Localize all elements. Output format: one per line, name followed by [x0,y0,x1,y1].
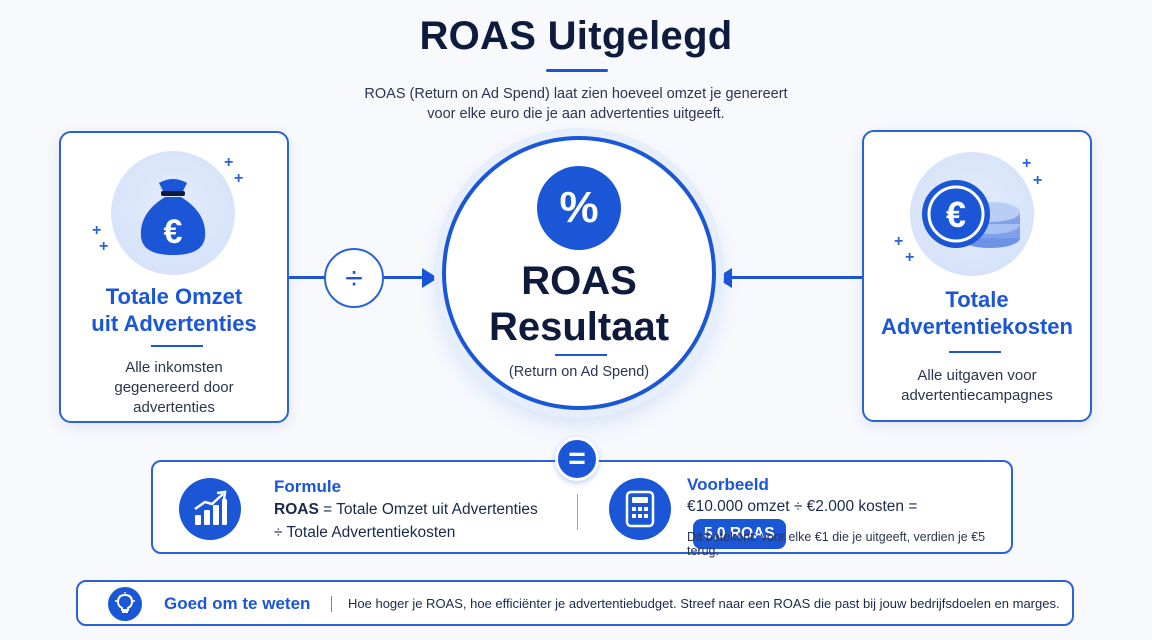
revenue-card-title: Totale Omzet uit Advertenties [61,283,287,337]
revenue-icon-halo: € [111,151,235,275]
formula-panel: Formule ROAS = Totale Omzet uit Adverten… [151,460,1013,558]
left-connector-line [289,276,327,279]
calculator-icon [625,490,655,528]
svg-text:€: € [946,194,966,235]
revenue-desc-line-2: gegenereerd door [114,379,234,396]
page-title: ROAS Uitgelegd [419,14,733,58]
revenue-card-description: Alle inkomsten gegenereerd door adverten… [61,358,287,418]
revenue-card-divider [151,345,203,347]
arrow-right-icon [422,268,438,288]
example-calc-text: €10.000 omzet ÷ €2.000 kosten = [687,498,918,515]
sparkle-icon: + [905,249,915,266]
divide-operator: ÷ [324,248,384,308]
sparkle-icon: + [92,222,102,239]
example-note: Dit betekent: voor elke €1 die je uitgee… [687,530,986,558]
percent-symbol: % [559,183,599,232]
result-label: Resultaat [488,305,670,349]
revenue-title-line-1: Totale Omzet [105,284,243,309]
formula-line-1: ROAS = Totale Omzet uit Advertenties [274,498,538,522]
tip-panel: Goed om te weten Hoe hoger je ROAS, hoe … [76,580,1074,626]
costs-title-line-2: Advertentiekosten [881,314,1073,339]
equals-symbol: = [568,442,586,475]
formula-label: Formule [274,477,342,496]
revenue-desc-line-1: Alle inkomsten [125,359,223,376]
formula-divider [577,494,578,530]
equals-operator: = [555,437,599,481]
costs-desc-line-2: advertentiecampagnes [901,387,1053,404]
costs-card-divider [949,351,1001,353]
tip-separator [331,596,332,612]
revenue-desc-line-3: advertenties [133,399,215,416]
lightbulb-glyph [115,592,135,613]
costs-card-title: Totale Advertentiekosten [864,286,1090,340]
subtitle-line-2: voor elke euro die je aan advertenties u… [427,106,725,122]
tip-label: Goed om te weten [164,594,311,613]
roas-result-circle: % ROAS Resultaat (Return on Ad Spend) [442,136,716,410]
euro-coin-stack-icon: € [922,180,1020,248]
revenue-card: € + + + + Totale Omzet uit Advertenties … [59,131,289,423]
right-connector-line [730,276,862,279]
costs-desc-line-1: Alle uitgaven voor [917,367,1037,384]
sparkle-icon: + [1022,155,1032,172]
arrow-left-icon [716,268,732,288]
money-bag-euro-icon: € [140,179,206,255]
roas-subtitle: (Return on Ad Spend) [508,364,650,380]
lightbulb-icon [108,587,142,621]
percent-icon: % [537,166,621,250]
left-arrow-line [384,276,424,279]
calculator-icon-badge [609,478,671,540]
tip-text: Hoe hoger je ROAS, hoe efficiënter je ad… [348,596,1060,611]
costs-card-description: Alle uitgaven voor advertentiecampagnes [864,366,1090,406]
sparkle-icon: + [99,238,109,255]
subtitle-line-1: ROAS (Return on Ad Spend) laat zien hoev… [364,86,788,102]
example-label: Voorbeeld [687,475,769,494]
formula-line-1-rest: = Totale Omzet uit Advertenties [318,501,538,518]
revenue-title-line-2: uit Advertenties [91,311,257,336]
formula-roas-term: ROAS [274,501,319,518]
roas-label: ROAS [521,259,637,303]
example-calculation: €10.000 omzet ÷ €2.000 kosten = 5,0 ROAS [687,495,1011,549]
costs-icon-halo: € [910,152,1034,276]
sparkle-icon: + [1033,172,1043,189]
center-divider [555,354,607,356]
bar-chart-up-icon [194,490,227,525]
sparkle-icon: + [224,154,234,171]
sparkle-icon: + [234,170,244,187]
page-subtitle: ROAS (Return on Ad Spend) laat zien hoev… [300,84,852,124]
formula-line-2: ÷ Totale Advertentiekosten [274,524,456,541]
sparkle-icon: + [894,233,904,250]
title-underline [546,69,608,72]
svg-text:€: € [164,213,183,251]
costs-title-line-1: Totale [945,287,1009,312]
roas-result-badge: 5,0 ROAS [693,519,786,549]
growth-chart-icon [179,478,241,540]
ad-costs-card: € + + + + Totale Advertentiekosten Alle … [862,130,1092,422]
divide-symbol: ÷ [345,259,363,296]
